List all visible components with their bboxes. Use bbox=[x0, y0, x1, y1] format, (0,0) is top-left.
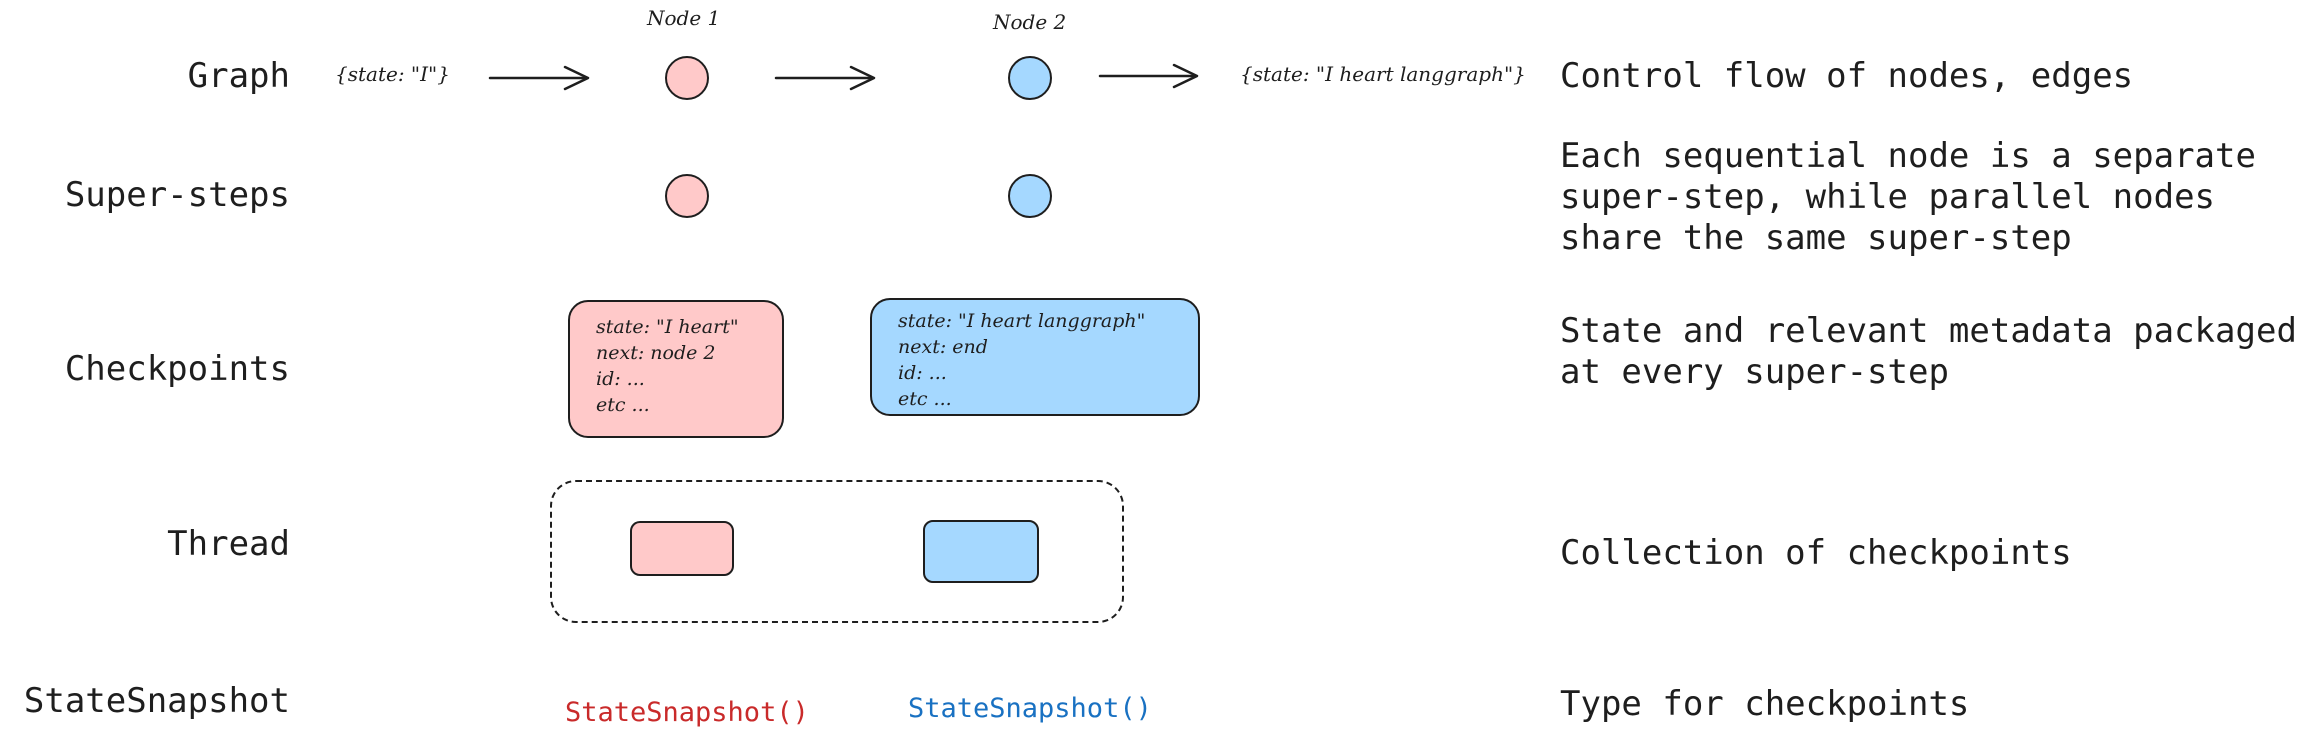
edge-arrow-node1-node2 bbox=[774, 65, 876, 91]
snapshot-node2: StateSnapshot() bbox=[908, 693, 1152, 724]
row-label-supersteps: Super-steps bbox=[64, 175, 290, 215]
desc-graph: Control flow of nodes, edges bbox=[1560, 56, 2134, 96]
checkpoint2-etc: etc ... bbox=[898, 388, 952, 410]
thread-container bbox=[550, 480, 1124, 623]
row-label-checkpoints: Checkpoints bbox=[64, 349, 290, 389]
graph-node2-circle bbox=[1008, 56, 1052, 100]
desc-checkpoints: State and relevant metadata packaged at … bbox=[1560, 311, 2297, 392]
node2-title: Node 2 bbox=[993, 10, 1067, 34]
node1-title: Node 1 bbox=[647, 6, 721, 30]
checkpoint2-state: state: "I heart langgraph" bbox=[898, 310, 1146, 332]
graph-node1-circle bbox=[665, 56, 709, 100]
desc-supersteps: Each sequential node is a separate super… bbox=[1560, 136, 2256, 258]
thread-checkpoint1 bbox=[630, 521, 734, 576]
edge-arrow-input bbox=[488, 65, 590, 91]
desc-thread: Collection of checkpoints bbox=[1560, 533, 2072, 573]
input-state-text: {state: "I"} bbox=[335, 62, 450, 86]
superstep-node1-circle bbox=[665, 174, 709, 218]
edge-arrow-output bbox=[1098, 63, 1199, 89]
output-state-text: {state: "I heart langgraph"} bbox=[1240, 62, 1526, 86]
checkpoint1-id: id: ... bbox=[596, 368, 645, 390]
row-label-statesnapshot: StateSnapshot bbox=[23, 681, 290, 721]
checkpoint2-next: next: end bbox=[898, 336, 988, 358]
checkpoint1-etc: etc ... bbox=[596, 394, 650, 416]
checkpoint2-id: id: ... bbox=[898, 362, 947, 384]
thread-checkpoint2 bbox=[923, 520, 1039, 583]
snapshot-node1: StateSnapshot() bbox=[565, 697, 809, 728]
row-label-thread: Thread bbox=[167, 524, 290, 564]
checkpoint1-state: state: "I heart" bbox=[596, 316, 739, 338]
checkpoint-card-node1: state: "I heart" next: node 2 id: ... et… bbox=[568, 300, 784, 438]
row-label-graph: Graph bbox=[187, 56, 290, 96]
desc-statesnapshot: Type for checkpoints bbox=[1560, 684, 1970, 724]
checkpoint-card-node2: state: "I heart langgraph" next: end id:… bbox=[870, 298, 1200, 416]
checkpoint1-next: next: node 2 bbox=[596, 342, 716, 364]
superstep-node2-circle bbox=[1008, 174, 1052, 218]
